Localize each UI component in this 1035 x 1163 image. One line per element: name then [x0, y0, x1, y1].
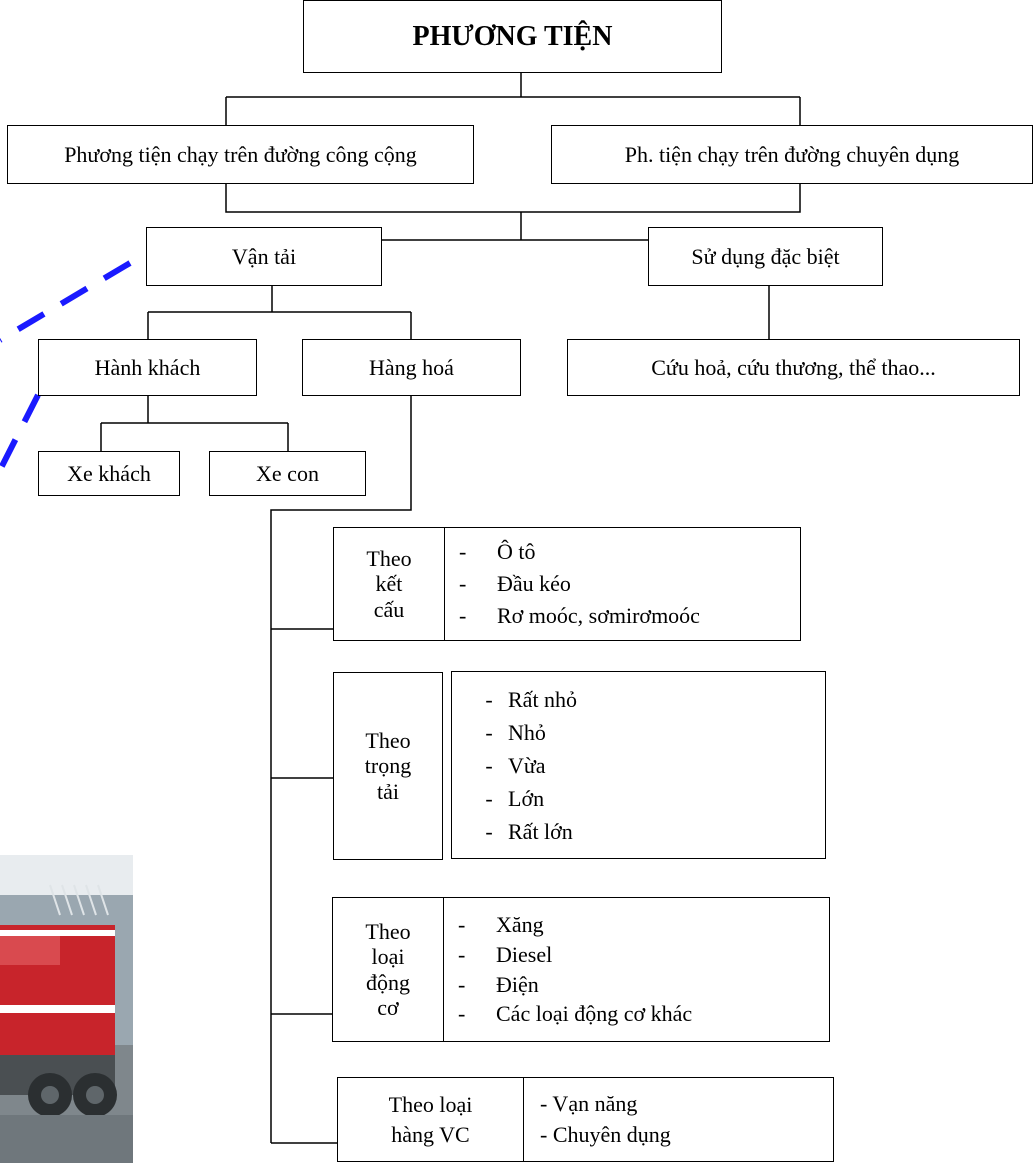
special-use-label: Sử dụng đặc biệt: [691, 243, 840, 269]
engine-group: Theo loại động cơ - Xăng - Diesel - Điện - C…: [332, 897, 830, 1042]
fire-truck-photo: [0, 855, 133, 1163]
root-node: PHƯƠNG TIỆN: [303, 0, 722, 73]
item-dash: -: [459, 602, 467, 628]
list-item: -Rất lớn: [470, 815, 577, 848]
structure-group: Theo kết cấu - Ô tô - Đầu kéo - Rơ moóc, sơ…: [333, 527, 801, 641]
item-dash: -: [485, 785, 493, 811]
transport-label: Vận tải: [231, 243, 297, 269]
item-text: Lớn: [508, 785, 545, 811]
item-text: Điện: [496, 971, 539, 997]
load-group-items: -Rất nhỏ -Nhỏ -Vừa -Lớn -Rất lớn: [451, 671, 826, 859]
structure-label-line: kết: [375, 571, 403, 597]
list-item: - Ô tô: [459, 536, 700, 568]
list-item: - Chuyên dụng: [540, 1121, 671, 1147]
car-label: Xe con: [256, 460, 319, 486]
item-text: Các loại động cơ khác: [496, 1001, 693, 1027]
item-dash: -: [458, 971, 466, 997]
item-text: Vừa: [508, 752, 546, 778]
special-road-node: Ph. tiện chạy trên đường chuyên dụng: [551, 125, 1033, 184]
cargo-node: Hàng hoá: [302, 339, 521, 396]
item-text: Rơ moóc, sơmirơmoóc: [497, 602, 700, 628]
list-item: - Diesel: [458, 940, 692, 970]
item-dash: -: [485, 686, 493, 712]
engine-label-line: cơ: [377, 994, 399, 1020]
engine-label-line: loại: [371, 944, 405, 970]
list-item: -Rất nhỏ: [470, 683, 577, 716]
cargo-type-group: Theo loại hàng VC - Vạn năng - Chuyên dụ…: [337, 1077, 834, 1162]
item-dash: -: [459, 571, 467, 597]
bus-label: Xe khách: [67, 460, 151, 486]
item-dash: -: [458, 1001, 466, 1027]
list-item: -Vừa: [470, 749, 577, 782]
item-text: Nhỏ: [508, 719, 546, 745]
item-text: Rất nhỏ: [508, 686, 578, 712]
item-dash: -: [485, 752, 493, 778]
list-item: - Rơ moóc, sơmirơmoóc: [459, 600, 700, 632]
special-road-label: Ph. tiện chạy trên đường chuyên dụng: [624, 141, 960, 167]
item-dash: -: [459, 539, 467, 565]
item-dash: -: [458, 912, 466, 938]
load-label-line: trọng: [364, 753, 412, 779]
load-label-line: tải: [377, 778, 399, 804]
cargo-type-group-label: Theo loại hàng VC: [338, 1078, 524, 1161]
public-road-node: Phương tiện chạy trên đường công cộng: [7, 125, 474, 184]
passenger-label: Hành khách: [94, 354, 201, 380]
engine-label-line: động: [366, 969, 410, 995]
cargo-type-items: - Vạn năng - Chuyên dụng: [524, 1078, 671, 1161]
load-items: -Rất nhỏ -Nhỏ -Vừa -Lớn -Rất lớn: [452, 683, 577, 848]
list-item: - Đầu kéo: [459, 568, 700, 600]
cargo-type-label-line: Theo loại: [388, 1091, 473, 1117]
list-item: - Các loại động cơ khác: [458, 999, 692, 1029]
structure-label-line: Theo: [366, 546, 412, 572]
passenger-node: Hành khách: [38, 339, 257, 396]
load-group-label: Theo trọng tải: [333, 672, 443, 860]
list-item: - Xăng: [458, 910, 692, 940]
engine-items: - Xăng - Diesel - Điện - Các loại động cơ kh…: [444, 898, 692, 1041]
item-dash: -: [485, 818, 493, 844]
item-dash: -: [458, 941, 466, 967]
transport-node: Vận tải: [146, 227, 382, 286]
car-node: Xe con: [209, 451, 366, 496]
bus-node: Xe khách: [38, 451, 180, 496]
item-text: Xăng: [496, 912, 544, 938]
list-item: - Điện: [458, 970, 692, 1000]
list-item: -Nhỏ: [470, 716, 577, 749]
blue-dashed-line: [0, 260, 132, 472]
engine-label-line: Theo: [365, 918, 411, 944]
structure-label-line: cấu: [373, 596, 405, 622]
special-examples-node: Cứu hoả, cứu thương, thể thao...: [567, 339, 1020, 396]
root-label: PHƯƠNG TIỆN: [412, 20, 613, 52]
structure-group-label: Theo kết cấu: [334, 528, 445, 640]
list-item: -Lớn: [470, 782, 577, 815]
engine-group-label: Theo loại động cơ: [333, 898, 444, 1041]
item-dash: -: [485, 719, 493, 745]
cargo-type-label-line: hàng VC: [391, 1121, 470, 1147]
load-label-line: Theo: [365, 728, 411, 754]
cargo-label: Hàng hoá: [369, 354, 454, 380]
item-text: Diesel: [496, 941, 553, 967]
structure-items: - Ô tô - Đầu kéo - Rơ moóc, sơmirơmoóc: [445, 528, 700, 640]
special-examples-label: Cứu hoả, cứu thương, thể thao...: [651, 354, 936, 380]
item-text: Đầu kéo: [497, 571, 571, 597]
special-use-node: Sử dụng đặc biệt: [648, 227, 883, 286]
item-text: Ô tô: [497, 539, 536, 565]
list-item: - Vạn năng: [540, 1090, 638, 1116]
item-text: Rất lớn: [508, 818, 573, 844]
public-road-label: Phương tiện chạy trên đường công cộng: [64, 141, 417, 167]
